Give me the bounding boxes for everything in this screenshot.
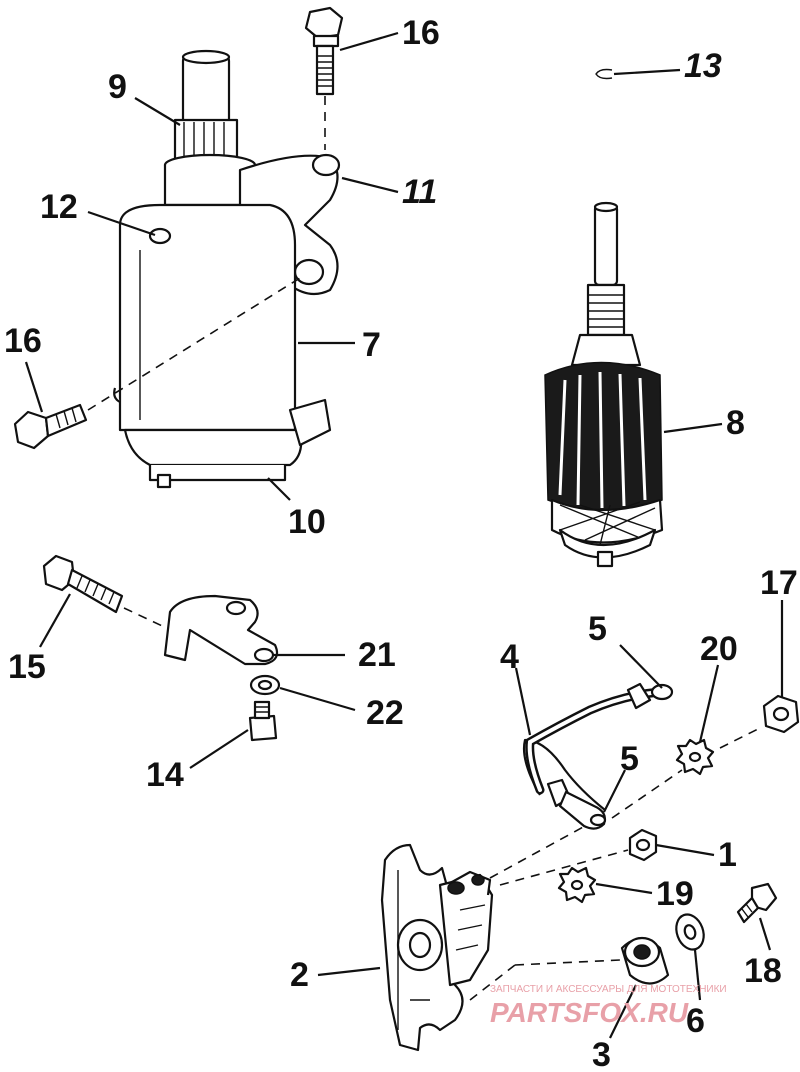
callout-11: 11	[402, 173, 437, 211]
callout-21: 21	[358, 636, 396, 674]
bolt-15	[42, 554, 124, 614]
callout-8: 8	[726, 404, 745, 442]
cable-4	[522, 682, 674, 830]
screw-14	[248, 700, 278, 742]
grommet-3	[620, 936, 670, 985]
callout-19: 19	[656, 875, 694, 913]
callout-4: 4	[500, 638, 519, 676]
washer-6	[675, 913, 705, 951]
solenoid-bracket-2	[380, 843, 494, 1052]
bolt-16-top	[304, 6, 344, 96]
callout-1: 1	[718, 836, 737, 874]
nut-17	[762, 694, 800, 734]
watermark-brand: PARTSFOX.RU	[490, 997, 689, 1028]
callout-3: 3	[592, 1036, 611, 1072]
callout-13: 13	[684, 47, 722, 85]
callout-10: 10	[288, 503, 326, 541]
callout-12: 12	[40, 188, 78, 226]
leader-lines	[24, 31, 784, 1039]
bracket-21	[163, 594, 279, 666]
callout-18: 18	[744, 952, 782, 990]
armature	[544, 201, 664, 568]
callout-17: 17	[760, 564, 798, 602]
callout-14: 14	[146, 756, 184, 794]
callouts: 16 9 13 11 12 7 16 8 10 17 5 20 4 15 21 …	[4, 14, 798, 1072]
callout-5-bottom: 5	[620, 740, 639, 778]
callout-22: 22	[366, 694, 404, 732]
callout-6: 6	[686, 1002, 705, 1040]
callout-7: 7	[362, 326, 381, 364]
screw-18	[736, 882, 778, 924]
watermark: ЗАПЧАСТИ И АКСЕССУАРЫ ДЛЯ МОТОТЕХНИКИ PA…	[490, 984, 727, 1028]
callout-16-left: 16	[4, 322, 42, 360]
lock-washer-20	[675, 738, 715, 776]
watermark-tagline: ЗАПЧАСТИ И АКСЕССУАРЫ ДЛЯ МОТОТЕХНИКИ	[490, 984, 727, 995]
starter-motor	[113, 49, 341, 489]
nut-1	[628, 828, 658, 862]
washer-22	[249, 674, 281, 696]
callout-5-top: 5	[588, 610, 607, 648]
callout-20: 20	[700, 630, 738, 668]
lock-washer-19	[557, 866, 597, 904]
callout-9: 9	[108, 68, 127, 106]
bolt-16-left	[13, 403, 88, 450]
retaining-ring-13	[595, 68, 613, 80]
callout-2: 2	[290, 956, 309, 994]
callout-15: 15	[8, 648, 46, 686]
callout-16-top: 16	[402, 14, 440, 52]
